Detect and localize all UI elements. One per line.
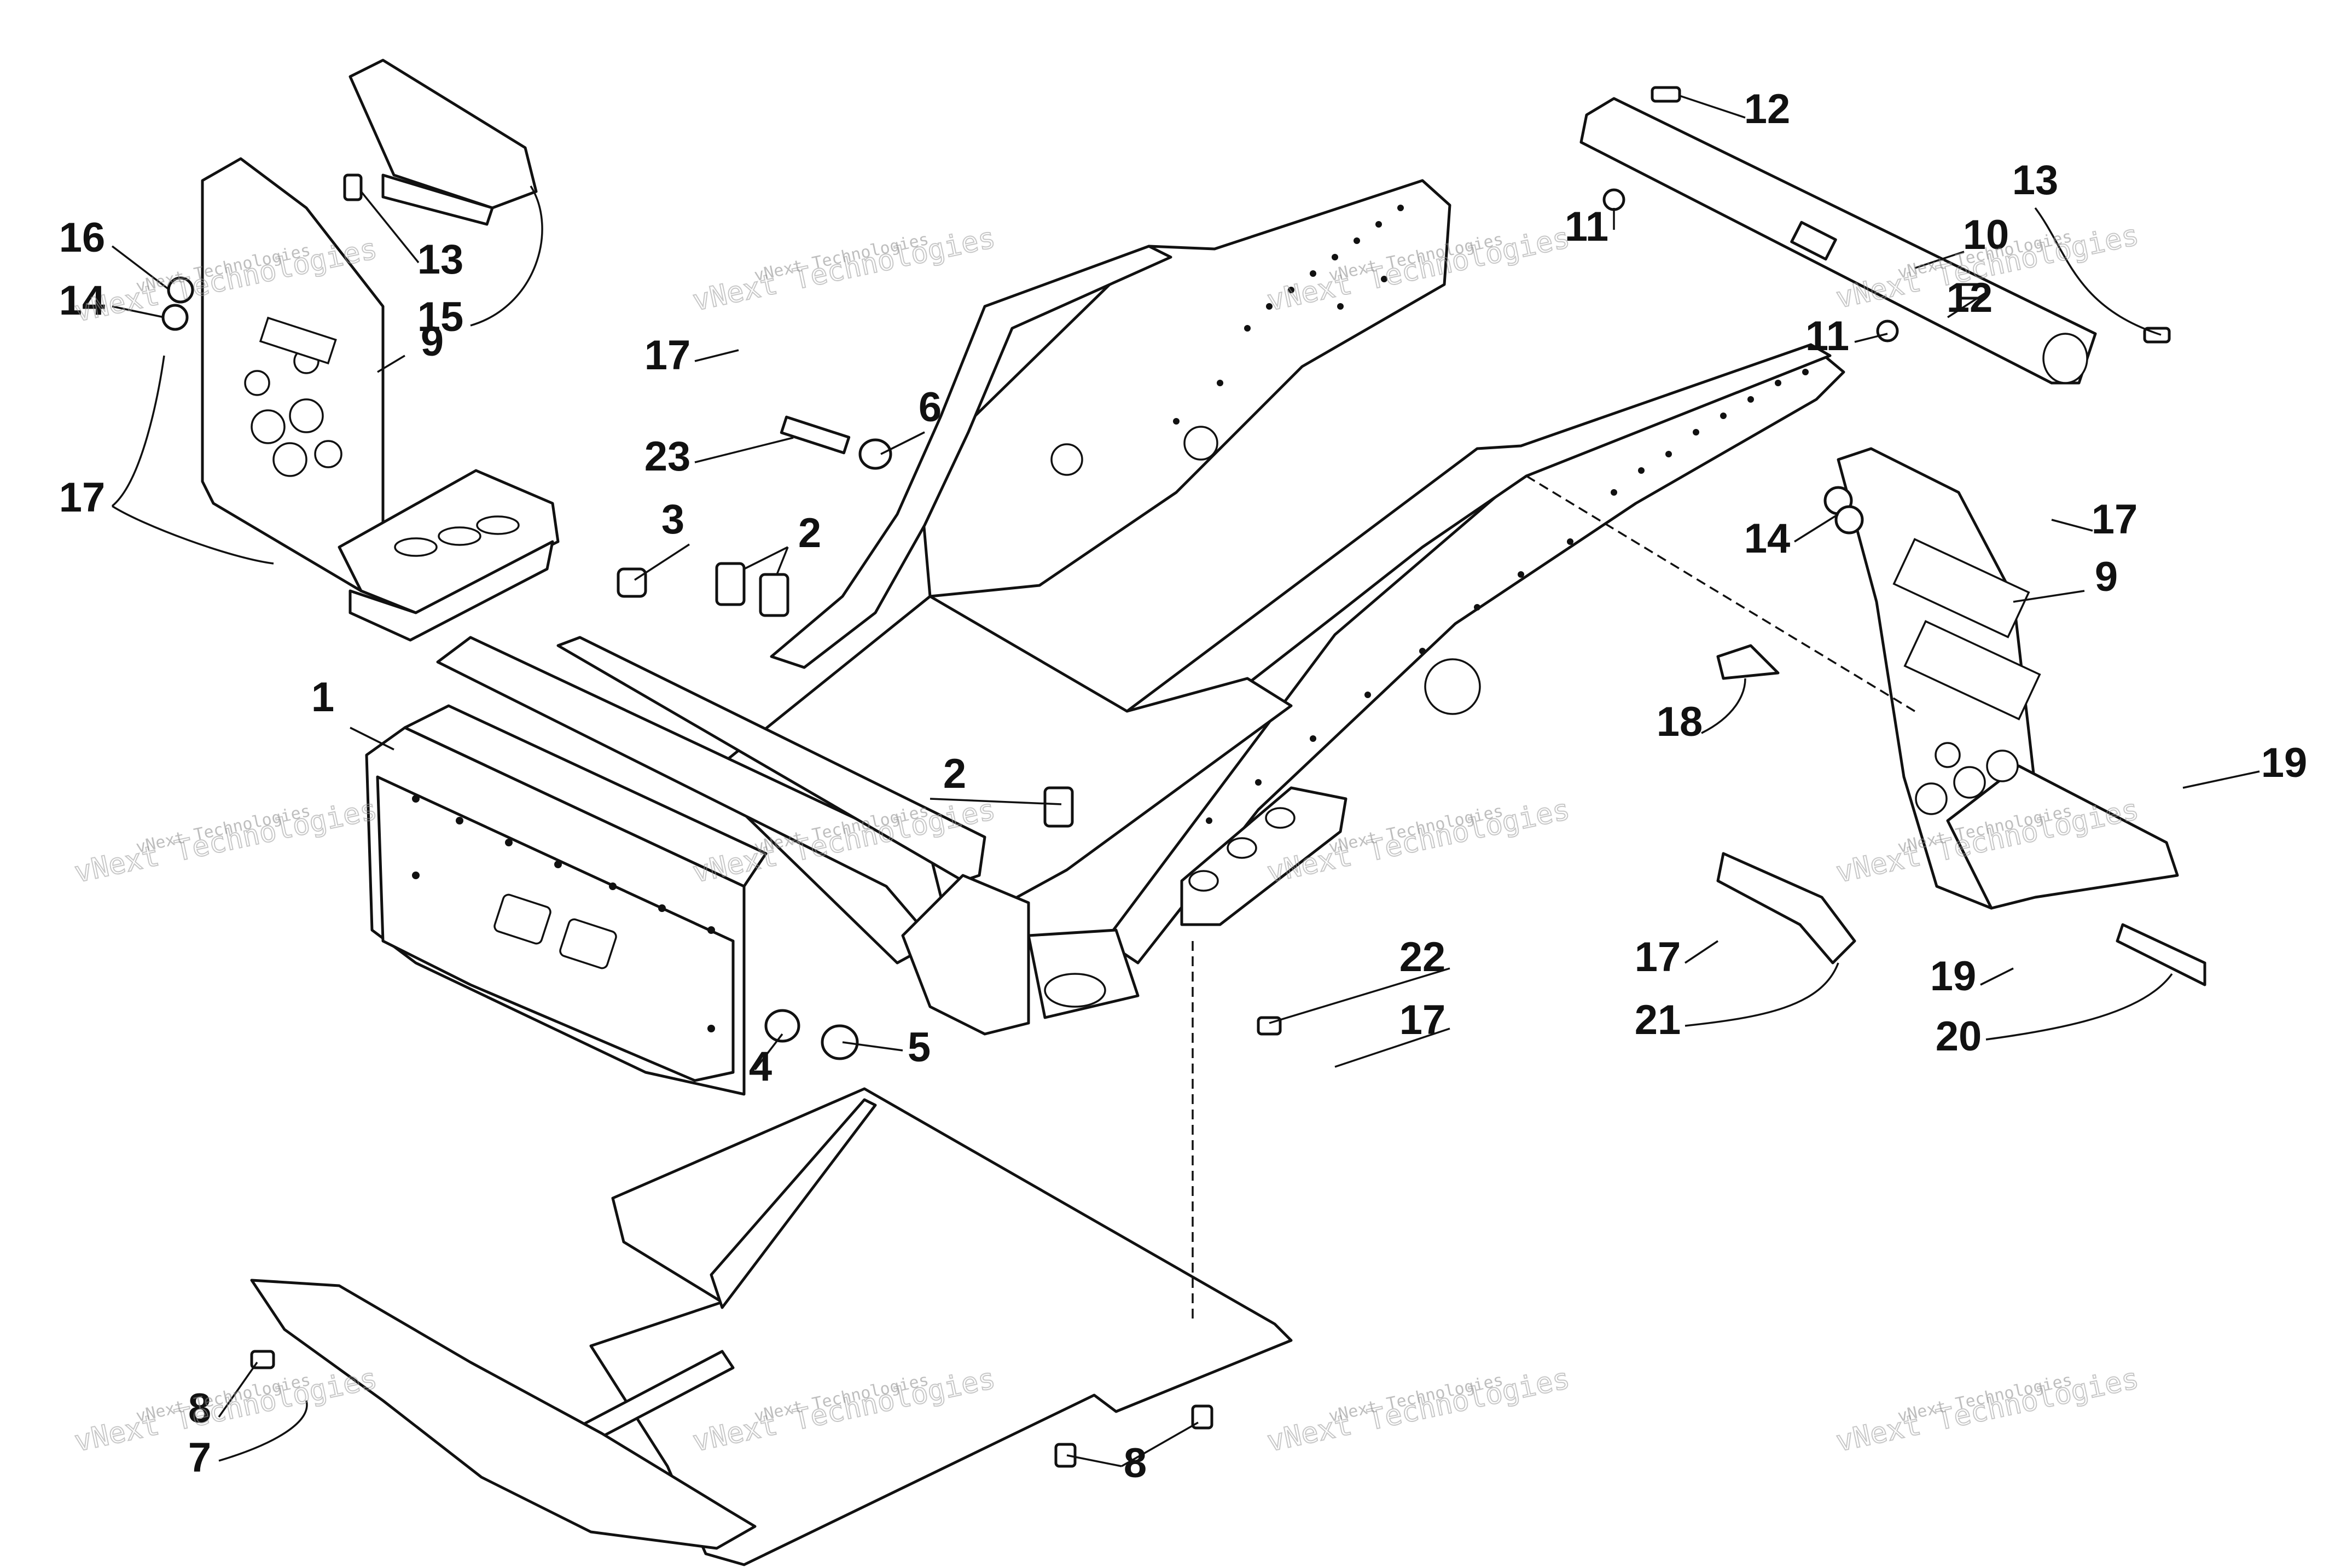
callout-label: 2 [798, 510, 821, 556]
callout-label: 17 [2092, 496, 2138, 543]
callout-label: 16 [59, 214, 106, 261]
callout-label: 18 [1657, 699, 1703, 745]
callout-label: 17 [1635, 934, 1681, 980]
callout-label: 23 [644, 433, 691, 480]
traction-grid [1892, 538, 2041, 721]
leader-lines [111, 95, 2260, 1467]
callout-label: 10 [1963, 212, 2009, 258]
callout-label: 5 [908, 1024, 931, 1071]
bolt-13-left [343, 173, 363, 201]
nut-11-b [1876, 320, 1899, 342]
bolt-3 [617, 567, 647, 598]
bushing-2a [715, 562, 746, 606]
callout-label: 4 [749, 1043, 772, 1090]
callout-label: 12 [1947, 275, 1993, 321]
right-footrest [1837, 447, 2179, 910]
bracket-18 [1716, 644, 1780, 680]
spacer-5 [821, 1024, 859, 1060]
callout-label: 6 [919, 384, 942, 431]
spacer-4 [764, 1009, 800, 1043]
callout-label: 21 [1635, 997, 1681, 1043]
callout-label: 1 [311, 674, 334, 721]
nut-14-right-b [1834, 505, 1864, 535]
callout-label: 14 [59, 277, 106, 324]
grommet-6 [858, 438, 892, 470]
bolt-12-a [1651, 86, 1681, 103]
callout-label: 15 [417, 294, 464, 340]
screw-8-mid [1054, 1443, 1077, 1468]
left-footrest [201, 59, 560, 642]
callout-label: 12 [1744, 86, 1791, 132]
callout-label: 17 [59, 474, 106, 521]
clip-23 [780, 415, 851, 455]
callout-label: 9 [2095, 554, 2118, 600]
rivet-holes [412, 205, 1809, 1032]
callout-label: 7 [188, 1435, 211, 1481]
chassis-frame [365, 179, 1845, 1096]
callout-label: 13 [2012, 157, 2059, 204]
callout-label: 22 [1399, 934, 1446, 980]
callout-label: 20 [1936, 1013, 1982, 1060]
watermark-large-text: vNext Technologies [72, 1362, 380, 1459]
watermark-large-text: vNext Technologies [690, 222, 998, 318]
callout-label: 19 [1930, 953, 1977, 1000]
callout-label: 8 [1124, 1440, 1147, 1486]
callout-label: 9 [421, 318, 444, 365]
callout-label: 11 [1565, 204, 1608, 250]
callout-label: 8 [188, 1385, 211, 1432]
callout-label: 3 [661, 496, 684, 543]
bushing-2b [759, 573, 789, 617]
bracket-20 [2116, 923, 2206, 986]
bushing-2c [1043, 786, 1074, 828]
bolt-12-b [1957, 283, 1988, 300]
callout-label: 11 [1805, 313, 1849, 359]
front-skid-plate [250, 1279, 757, 1550]
callout-label: 17 [644, 332, 691, 379]
callout-label: 14 [1744, 515, 1791, 562]
watermark-large-text: vNext Technologies [72, 793, 380, 890]
watermark-large-text: vNext Technologies [1264, 1362, 1573, 1459]
callout-label: 19 [2261, 740, 2308, 786]
callout-label: 2 [943, 751, 966, 797]
bracket-21 [1716, 852, 1856, 965]
callout-label: 17 [1399, 997, 1446, 1043]
steering-shaft [1579, 97, 2097, 385]
watermark-large-text: vNext Technologies [1833, 1362, 2142, 1459]
callout-label: 13 [417, 236, 464, 283]
